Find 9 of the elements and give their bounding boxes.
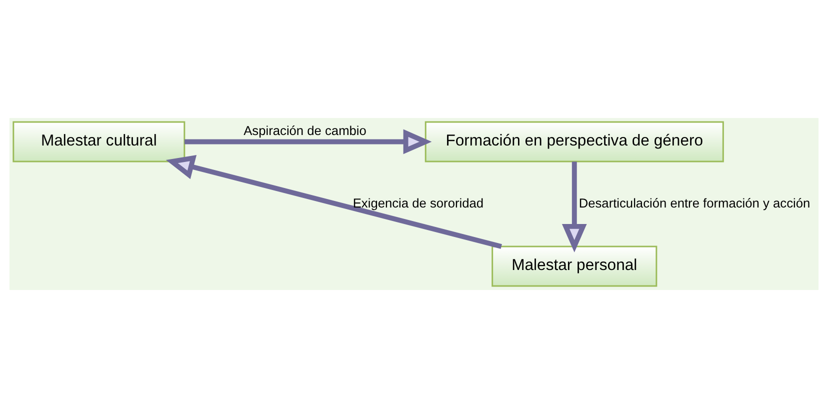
- arrow: [562, 162, 587, 252]
- node-box: Malestar personal: [492, 246, 658, 287]
- edge-label: Desarticulación entre formación y acción: [578, 195, 810, 210]
- edge-label: Exigencia de sororidad: [352, 195, 484, 210]
- node-box: Malestar cultural: [12, 121, 186, 162]
- edge-label: Aspiración de cambio: [244, 123, 366, 138]
- arrow: [184, 129, 432, 154]
- arrow: [166, 155, 502, 249]
- node-box: Formación en perspectiva de género: [424, 121, 724, 162]
